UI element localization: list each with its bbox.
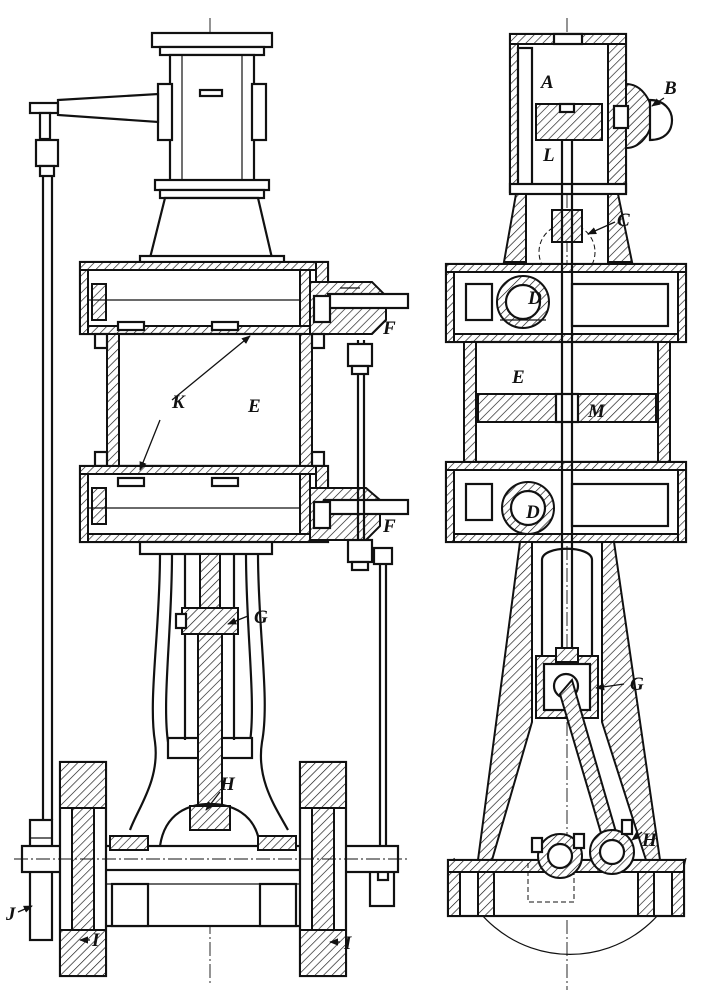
left-lower-housing [78, 464, 330, 544]
right-top-cylinder [508, 32, 674, 196]
label-g-left: G [254, 607, 268, 628]
label-i-left: I [91, 930, 100, 951]
left-frame-column [128, 540, 289, 831]
label-h-right: H [641, 830, 658, 851]
h-leader-right [631, 831, 643, 841]
label-k: K [171, 392, 186, 413]
right-cone-section [502, 193, 634, 263]
label-j: J [5, 904, 16, 925]
label-b: B [663, 78, 677, 99]
label-i-right: I [343, 933, 352, 954]
left-governor-arm [28, 92, 160, 178]
left-main-cylinder [93, 332, 326, 468]
left-flywheel-right [298, 760, 348, 978]
left-top-valve-chest [138, 31, 286, 266]
label-e-right: E [511, 367, 525, 388]
left-flywheel-left [58, 760, 108, 978]
right-connecting-rod [530, 677, 635, 879]
left-lower-valve-boss [309, 487, 410, 541]
g-leader-right [595, 683, 625, 691]
j-leader [17, 905, 33, 913]
h-leader-left [205, 791, 221, 811]
label-e-left: E [247, 396, 261, 417]
label-g-right: G [630, 674, 644, 695]
k-leader-upper [171, 335, 251, 401]
left-upper-housing [78, 260, 330, 336]
label-d-upper: D [527, 288, 542, 309]
k-leader-lower [139, 419, 161, 471]
left-upper-valve-boss [309, 281, 410, 335]
g-leader-left [227, 615, 249, 625]
right-lower-housing [444, 460, 688, 544]
right-upper-housing [444, 262, 688, 344]
c-leader [587, 221, 616, 235]
label-h-left: H [219, 774, 236, 795]
left-valve-rods [346, 340, 396, 908]
label-f-upper: F [382, 318, 396, 339]
right-main-cylinder [463, 340, 671, 464]
label-d-lower: D [525, 502, 540, 523]
right-section-view: A B L C D E M D G H [444, 18, 688, 990]
label-c: C [617, 210, 630, 231]
label-l: L [542, 145, 555, 166]
right-piston-rod [560, 140, 574, 660]
left-crosshead [174, 553, 239, 811]
label-a: A [540, 72, 554, 93]
b-leader [651, 97, 665, 107]
left-vertical-rod-j [28, 176, 54, 942]
label-f-lower: F [382, 516, 396, 537]
label-m: M [587, 401, 606, 422]
left-side-view: K E F F G H J I I [5, 18, 410, 985]
